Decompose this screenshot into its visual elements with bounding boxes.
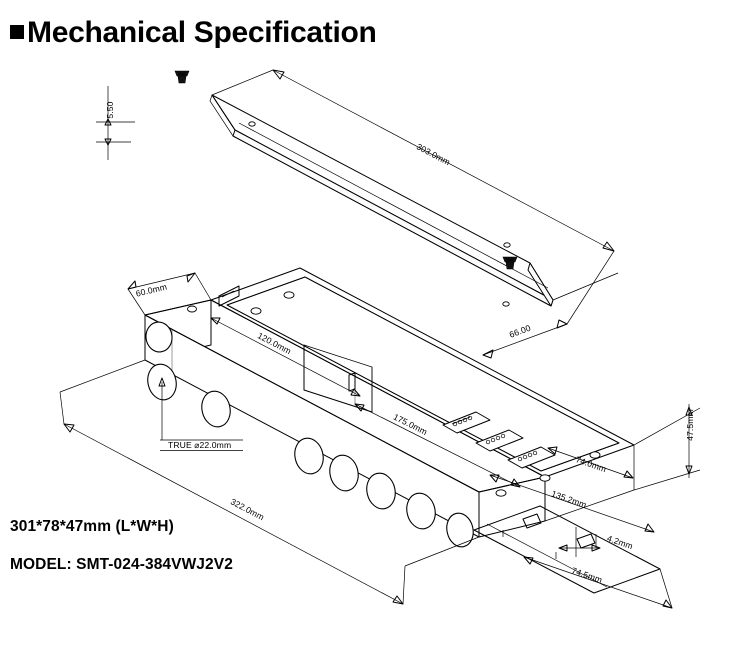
dimension-label-5-50: 5.50	[105, 101, 115, 118]
dimension-label-322: 322.0mm	[229, 496, 266, 522]
dimension-label-true22: TRUE ⌀22.0mm	[168, 440, 231, 450]
body-height-dimension: 47.5mm	[544, 404, 701, 522]
knockout-diameter-callout: TRUE ⌀22.0mm	[158, 377, 243, 451]
terminal-block	[442, 411, 556, 469]
thickness-dimension: 5.50	[96, 86, 135, 160]
chassis-body	[144, 267, 635, 548]
dimension-label-47-5: 47.5mm	[685, 409, 695, 441]
top-cover-plate	[209, 94, 554, 307]
cover-length-dimension: 303.0mm	[211, 69, 619, 301]
dimension-label-135-2: 135.2mm	[550, 488, 588, 509]
bracket-hole-pitch-dimension: 74.5mm	[523, 556, 673, 609]
cover-screw	[174, 70, 518, 270]
dimension-label-66: 66.00	[508, 323, 532, 340]
page-title: Mechanical Specification	[10, 16, 377, 50]
dimension-label-303: 303.0mm	[415, 141, 452, 167]
dimension-label-175: 175.0mm	[392, 412, 429, 437]
product-model-text: MODEL: SMT-024-384VWJ2V2	[10, 556, 233, 573]
dimension-label-74-5: 74.5mm	[570, 565, 603, 585]
square-bullet-icon	[10, 25, 24, 39]
page-title-text: Mechanical Specification	[27, 16, 377, 49]
dimension-label-60: 60.0mm	[135, 282, 168, 299]
knockout-hole-group	[147, 363, 474, 548]
slot-width-dimension: 4.2mm	[558, 527, 634, 557]
product-dimensions-text: 301*78*47mm (L*W*H)	[10, 518, 174, 535]
